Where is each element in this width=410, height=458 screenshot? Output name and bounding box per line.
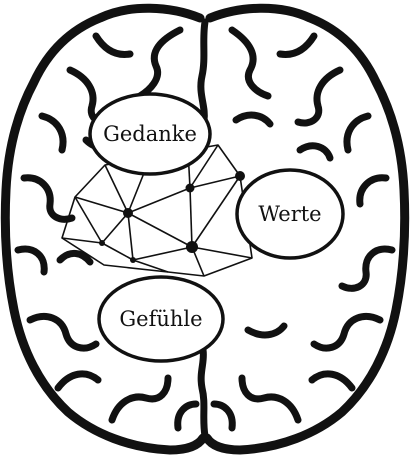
network-edge <box>127 212 134 261</box>
central-fissure <box>197 18 209 124</box>
node-gefuehle: Gefühle <box>97 275 225 363</box>
fold-left-2 <box>92 32 134 58</box>
fold-right-11 <box>232 111 274 128</box>
fold-right-10 <box>210 400 236 432</box>
fold-left-9 <box>108 374 172 424</box>
network-node <box>235 171 245 181</box>
node-gefuehle-label: Gefühle <box>119 307 202 331</box>
fold-left-7 <box>26 313 100 352</box>
network-edge <box>101 212 129 244</box>
network-node <box>186 241 198 253</box>
node-werte: Werte <box>235 168 345 260</box>
network-edge <box>127 187 191 214</box>
fold-right-1 <box>228 26 272 100</box>
network-edge <box>189 187 193 248</box>
network-edge <box>74 196 129 214</box>
fold-right-8 <box>308 370 356 392</box>
fold-left-8 <box>54 370 102 392</box>
network-node <box>130 257 136 263</box>
fold-right-2 <box>276 32 318 58</box>
network-node <box>99 240 105 246</box>
network-edge <box>74 196 103 244</box>
node-werte-bubble <box>235 168 345 260</box>
network-node <box>185 183 195 193</box>
node-gedanke-label: Gedanke <box>103 122 197 146</box>
node-gefuehle-bubble <box>97 275 225 363</box>
fold-right-4 <box>343 112 372 154</box>
fold-left-5 <box>20 174 76 223</box>
left-hemisphere-outline <box>0 3 208 455</box>
fold-right-6 <box>338 245 396 292</box>
fold-left-12 <box>56 250 94 266</box>
fold-left-10 <box>174 400 200 432</box>
fold-left-4 <box>38 112 67 154</box>
network-edge <box>104 164 129 214</box>
network-edge <box>132 246 193 261</box>
node-gedanke: Gedanke <box>88 92 212 176</box>
fold-right-3 <box>294 66 344 127</box>
network-edge <box>189 144 219 189</box>
fold-left-1 <box>136 26 184 100</box>
network-edge <box>189 175 241 189</box>
network-node <box>123 208 133 218</box>
fold-right-9 <box>238 374 302 424</box>
fold-right-12 <box>296 142 334 162</box>
right-hemisphere-outline <box>202 3 410 455</box>
node-gedanke-bubble <box>88 92 212 176</box>
network-edge <box>191 175 241 248</box>
fold-left-6 <box>14 245 48 276</box>
fold-right-5 <box>356 174 390 208</box>
network-edge <box>191 246 253 259</box>
network-edge <box>101 242 134 261</box>
fold-right-13 <box>244 322 288 339</box>
node-werte-label: Werte <box>258 202 321 226</box>
network-edge <box>132 259 169 273</box>
central-fissure-bottom <box>197 346 209 440</box>
fold-right-7 <box>310 313 384 352</box>
network-edge <box>61 237 103 244</box>
network-edge <box>127 212 193 248</box>
